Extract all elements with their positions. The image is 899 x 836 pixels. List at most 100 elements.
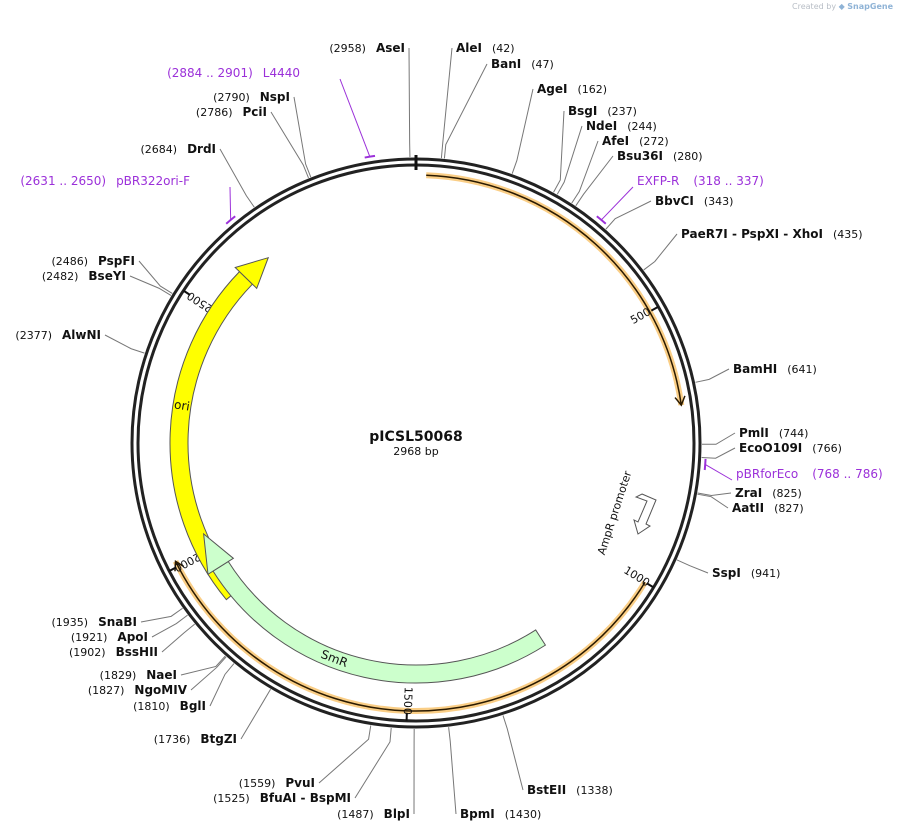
site-name: PmlI — [739, 426, 769, 440]
site-name: PvuI — [285, 776, 315, 790]
primer-label-l4440: (2884 .. 2901)L4440 — [167, 66, 300, 80]
site-label-paer7i-pspxi-xhoi: PaeR7I - PspXI - XhoI(435) — [681, 227, 863, 241]
primers-layer: (2884 .. 2901)L4440 (2631 .. 2650)pBR322o… — [20, 66, 882, 481]
primer-mark-pbr322ori-f — [225, 215, 236, 225]
site-leader-apoi — [151, 614, 188, 638]
site-label-drdi: (2684)DrdI — [140, 142, 216, 156]
primer-label-exfp-r: EXFP-R (318 .. 337) — [637, 174, 764, 188]
site-label-ndei: NdeI(244) — [586, 119, 657, 133]
site-position: (825) — [772, 487, 802, 500]
snapgene-logo-icon: ◆ — [838, 2, 845, 11]
site-leader-bamhi — [695, 368, 730, 383]
site-leader-drdi — [219, 148, 255, 208]
site-position: (2958) — [329, 42, 366, 55]
plasmid-name: pICSL50068 — [369, 429, 462, 445]
site-position: (237) — [607, 105, 637, 118]
site-name: BglI — [180, 699, 206, 713]
site-position: (766) — [812, 442, 842, 455]
site-position: (162) — [577, 83, 607, 96]
site-name: EcoO109I — [739, 441, 802, 455]
site-name: BstEII — [527, 783, 566, 797]
tick-mark — [650, 305, 659, 312]
ori-arrowhead — [234, 256, 270, 290]
site-name: BlpI — [384, 807, 410, 821]
tick-mark — [168, 566, 177, 572]
site-name: BtgZI — [200, 732, 237, 746]
site-leader-snabi — [140, 607, 183, 623]
site-label-naei: (1829)NaeI — [100, 668, 177, 682]
site-label-asei: (2958) AseI — [329, 41, 405, 55]
site-label-alwni: (2377)AlwNI — [15, 328, 101, 342]
site-label-bsgi: BsgI (237) — [568, 104, 637, 118]
site-label-ngomiv: (1827)NgoMIV — [88, 683, 188, 697]
primer-name: L4440 — [263, 66, 300, 80]
site-leader-agei — [511, 88, 534, 174]
site-name: BamHI — [733, 362, 777, 376]
site-leader-nspi — [293, 96, 312, 178]
site-position: (1935) — [52, 616, 89, 629]
site-label-bpmi: BpmI(1430) — [460, 807, 541, 821]
site-name: Bsu36I — [617, 149, 663, 163]
primer-name: pBRforEco — [736, 467, 798, 481]
site-label-pmli: PmlI (744) — [739, 426, 808, 440]
site-name: BfuAI - BspMI — [260, 791, 351, 805]
tick-label: 1000 — [621, 564, 652, 590]
primer-range: (2631 .. 2650) — [20, 174, 106, 188]
site-position: (280) — [673, 150, 703, 163]
site-position: (244) — [627, 120, 657, 133]
site-position: (1902) — [69, 646, 106, 659]
site-leader-bsteii — [502, 715, 524, 791]
tick-label: 1500 — [401, 687, 415, 715]
site-label-aatii: AatII (827) — [732, 501, 804, 515]
primer-name: EXFP-R — [637, 174, 679, 188]
site-name: PciI — [243, 105, 268, 119]
orange-arc-arrowhead — [674, 395, 686, 407]
primer-mark-exfp-r — [596, 215, 607, 225]
ori-label: ori — [173, 397, 191, 413]
site-position: (2377) — [15, 329, 52, 342]
orange-arc-line — [174, 560, 646, 712]
site-leader-bgli — [209, 663, 235, 707]
site-position: (744) — [779, 427, 809, 440]
site-position: (47) — [531, 58, 554, 71]
site-leader-pmli — [701, 432, 736, 445]
site-leader-aatii — [697, 493, 729, 509]
site-name: SspI — [712, 566, 741, 580]
site-label-snabi: (1935)SnaBI — [52, 615, 137, 629]
center-title: pICSL50068 2968 bp — [369, 429, 462, 458]
site-name: BsgI — [568, 104, 597, 118]
site-name: BssHII — [116, 645, 158, 659]
site-name: PspFI — [98, 254, 135, 268]
site-name: ApoI — [117, 630, 148, 644]
site-leader-bpmi — [448, 727, 457, 815]
site-position: (1525) — [213, 792, 250, 805]
site-label-bbvci: BbvCI(343) — [655, 194, 733, 208]
site-name: BanI — [491, 57, 521, 71]
primer-range: (318 .. 337) — [693, 174, 763, 188]
site-position: (1487) — [337, 808, 374, 821]
site-position: (827) — [774, 502, 804, 515]
site-name: AgeI — [537, 82, 567, 96]
site-name: NgoMIV — [134, 683, 187, 697]
primer-label-pbr322ori-f: (2631 .. 2650)pBR322ori-F — [20, 174, 190, 188]
site-name: AatII — [732, 501, 764, 515]
site-label-apoi: (1921)ApoI — [71, 630, 148, 644]
site-name: PaeR7I - PspXI - XhoI — [681, 227, 823, 241]
site-leader-bsshii — [161, 623, 195, 653]
site-name: AseI — [376, 41, 405, 55]
site-label-bseyi: (2482)BseYI — [42, 269, 126, 283]
site-leader-pspfi — [138, 260, 173, 294]
site-leader-bbvci — [605, 200, 652, 230]
site-label-pspfi: (2486)PspFI — [51, 254, 135, 268]
site-label-bgli: (1810)BglI — [133, 699, 206, 713]
tick-mark — [182, 289, 191, 296]
site-leader-bseyi — [129, 275, 172, 296]
site-leader-bani — [443, 63, 488, 159]
site-position: (2482) — [42, 270, 79, 283]
snapgene-credit: Created by ◆ SnapGene — [792, 2, 893, 11]
site-position: (1430) — [505, 808, 542, 821]
site-label-ecoo109i: EcoO109I (766) — [739, 441, 842, 455]
site-position: (1736) — [154, 733, 191, 746]
